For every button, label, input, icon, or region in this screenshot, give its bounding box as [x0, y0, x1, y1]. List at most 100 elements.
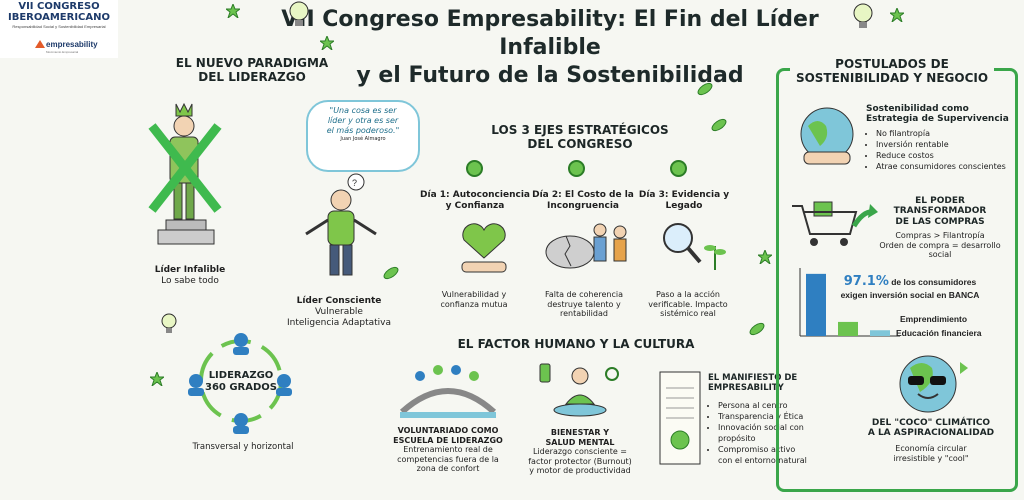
stat-text2: exigen inversión social en BANCA	[840, 290, 980, 300]
wellbeing-title-line: BIENESTAR Y	[550, 428, 610, 437]
strategy-item: No filantropía	[876, 128, 1010, 139]
day1-title: Día 1: Autoconciencia y Confianza	[420, 190, 530, 212]
volunteer-desc-line: Entrenamiento real de	[403, 445, 493, 455]
conscious-line2: Vulnerable	[315, 306, 363, 317]
meditation-illustration	[539, 363, 619, 417]
day1-title-line: Día 1: Autoconciencia	[420, 190, 530, 200]
manifesto-title-line: EL MANIFIESTO DE	[708, 373, 798, 383]
bar-entrepreneurship	[838, 321, 858, 336]
lightbulb-icon	[853, 3, 873, 28]
axes-title: LOS 3 EJES ESTRATÉGICOS DEL CONGRESO	[470, 123, 690, 152]
strategy-title-line: Estrategia de Supervivencia	[866, 114, 1009, 125]
day1-desc-line: Vulnerabilidad y	[441, 290, 507, 299]
wellbeing-title-line: SALUD MENTAL	[545, 437, 615, 447]
conscious-leader-label: Líder Consciente Vulnerable Inteligencia…	[274, 296, 404, 328]
power-desc-line: Orden de compra = desarrollo social	[879, 240, 1001, 260]
axes-title-line2: DEL CONGRESO	[527, 136, 633, 151]
svg-text:?: ?	[352, 178, 357, 188]
conscious-leader-illustration: ?	[305, 173, 377, 276]
power-desc: Compras > Filantropía Orden de compra = …	[872, 231, 1008, 260]
family-icon	[593, 223, 627, 262]
cool-earth-icon	[899, 355, 968, 413]
manifesto-item: Compromiso activo con el entorno natural	[718, 444, 808, 466]
strategy-title: Sostenibilidad como Estrategia de Superv…	[866, 104, 1010, 125]
sustain-title-line2: SOSTENIBILIDAD Y NEGOCIO	[795, 70, 989, 85]
manifesto-block: EL MANIFIESTO DE EMPRESABILITY Persona a…	[708, 373, 808, 466]
shopping-cart-icon	[792, 201, 878, 246]
congress-logo: VII CONGRESO IBEROAMERICANO Responsabili…	[0, 0, 118, 58]
day3-desc: Paso a la acción verificable. Impacto si…	[638, 290, 738, 319]
wellbeing-block: BIENESTAR Y SALUD MENTAL Liderazgo consc…	[518, 428, 642, 476]
bar-label-2: Educación financiera	[896, 328, 982, 338]
day3-desc-line: verificable. Impacto	[648, 299, 728, 309]
power-desc-line: Compras > Filantropía	[895, 231, 985, 241]
power-title-line: EL PODER	[915, 196, 965, 206]
brand-name: empresability	[46, 40, 98, 49]
day3-title-line: Legado	[665, 200, 703, 211]
manifesto-scroll-icon	[659, 371, 701, 465]
coco-desc-line: irresistible y "cool"	[893, 453, 969, 463]
day3-title-line: Día 3: Evidencia y	[638, 190, 730, 200]
lightbulb-icon	[161, 313, 177, 333]
purchase-power-block: EL PODER TRANSFORMADOR DE LAS COMPRAS Co…	[872, 196, 1008, 260]
logo-line2: IBEROAMERICANO	[8, 12, 110, 23]
leadership-360-label: LIDERAZGO 360 GRADOS	[196, 370, 286, 393]
quote-text: "Una cosa es ser líder y otra es ser el …	[308, 102, 418, 136]
paradigm-title-line1: EL NUEVO PARADIGMA	[175, 56, 329, 70]
sustainability-title: POSTULADOS DE SOSTENIBILIDAD Y NEGOCIO	[790, 57, 994, 86]
bar-label-1: Emprendimiento	[900, 314, 968, 324]
stat-block: 97.1% de los consumidores exigen inversi…	[812, 272, 1008, 300]
broken-piggy-bank-icon	[545, 235, 595, 269]
quote-line: líder y otra es ser	[327, 116, 399, 125]
power-title: EL PODER TRANSFORMADOR DE LAS COMPRAS	[872, 196, 1008, 227]
page-title: VII Congreso Empresability: El Fin del L…	[270, 6, 830, 90]
star-icon	[320, 36, 334, 50]
wellbeing-desc-line: y motor de productividad	[529, 466, 631, 476]
wellbeing-desc-line: factor protector (Burnout)	[528, 456, 632, 466]
quote-author: Juan José Almagro	[340, 136, 386, 142]
strategy-item: Inversión rentable	[876, 139, 1010, 150]
magnifier-plant-icon	[663, 223, 726, 270]
bar-banking	[806, 273, 826, 336]
star-icon	[890, 8, 904, 22]
lightbulb-icon	[289, 1, 309, 26]
quote-bubble: "Una cosa es ser líder y otra es ser el …	[306, 100, 420, 172]
star-icon	[150, 372, 164, 386]
day2-title-line: Incongruencia	[547, 200, 619, 211]
coco-title-line: DEL "COCO" CLIMÁTICO	[871, 418, 991, 428]
coco-desc-line: Economía circular	[895, 444, 967, 453]
infallible-line2: Lo sabe todo	[161, 275, 219, 286]
manifesto-title: EL MANIFIESTO DE EMPRESABILITY	[708, 373, 808, 394]
infallible-leader-label: Líder Infalible Lo sabe todo	[140, 265, 240, 287]
day3-desc-line: sistémico real	[660, 309, 716, 319]
day2-desc-line: rentabilidad	[560, 309, 608, 319]
leadership-360-line1: LIDERAZGO	[208, 370, 274, 381]
power-title-line: TRANSFORMADOR	[893, 206, 987, 217]
infallible-line1: Líder Infalible	[154, 265, 226, 275]
paradigm-title: EL NUEVO PARADIGMA DEL LIDERAZGO	[162, 56, 342, 85]
conscious-line3: Inteligencia Adaptativa	[286, 317, 392, 328]
axes-title-line1: LOS 3 EJES ESTRATÉGICOS	[491, 123, 669, 137]
strategy-item: Atrae consumidores conscientes	[876, 161, 1010, 172]
leaf-icon	[697, 82, 713, 96]
leadership-360-caption: Transversal y horizontal	[192, 442, 294, 452]
day3-desc-line: Paso a la acción	[656, 290, 720, 299]
logo-line3: Responsabilidad Social y Sostenibilidad …	[12, 24, 106, 29]
day2-title: Día 2: El Costo de la Incongruencia	[528, 190, 638, 212]
leadership-360-cycle	[188, 333, 292, 434]
wellbeing-desc-line: Liderazgo consciente =	[532, 447, 628, 457]
title-line1: VII Congreso Empresability: El Fin del L…	[281, 7, 819, 60]
heart-handshake-icon	[461, 223, 507, 273]
infallible-leader-illustration	[148, 102, 222, 245]
manifesto-title-line: EMPRESABILITY	[708, 382, 784, 393]
day2-desc-line: Falta de coherencia	[544, 290, 624, 299]
day2-desc: Falta de coherencia destruye talento y r…	[532, 290, 636, 319]
leaf-icon	[711, 118, 727, 132]
day1-title-line: y Confianza	[445, 200, 505, 211]
day3-title: Día 3: Evidencia y Legado	[634, 190, 734, 212]
manifesto-list: Persona al centro Transparencia y Ética …	[708, 400, 808, 466]
day1-marker	[466, 160, 483, 177]
day1-desc-line: confianza mutua	[440, 299, 508, 309]
sustain-title-line1: POSTULADOS DE	[835, 57, 949, 71]
